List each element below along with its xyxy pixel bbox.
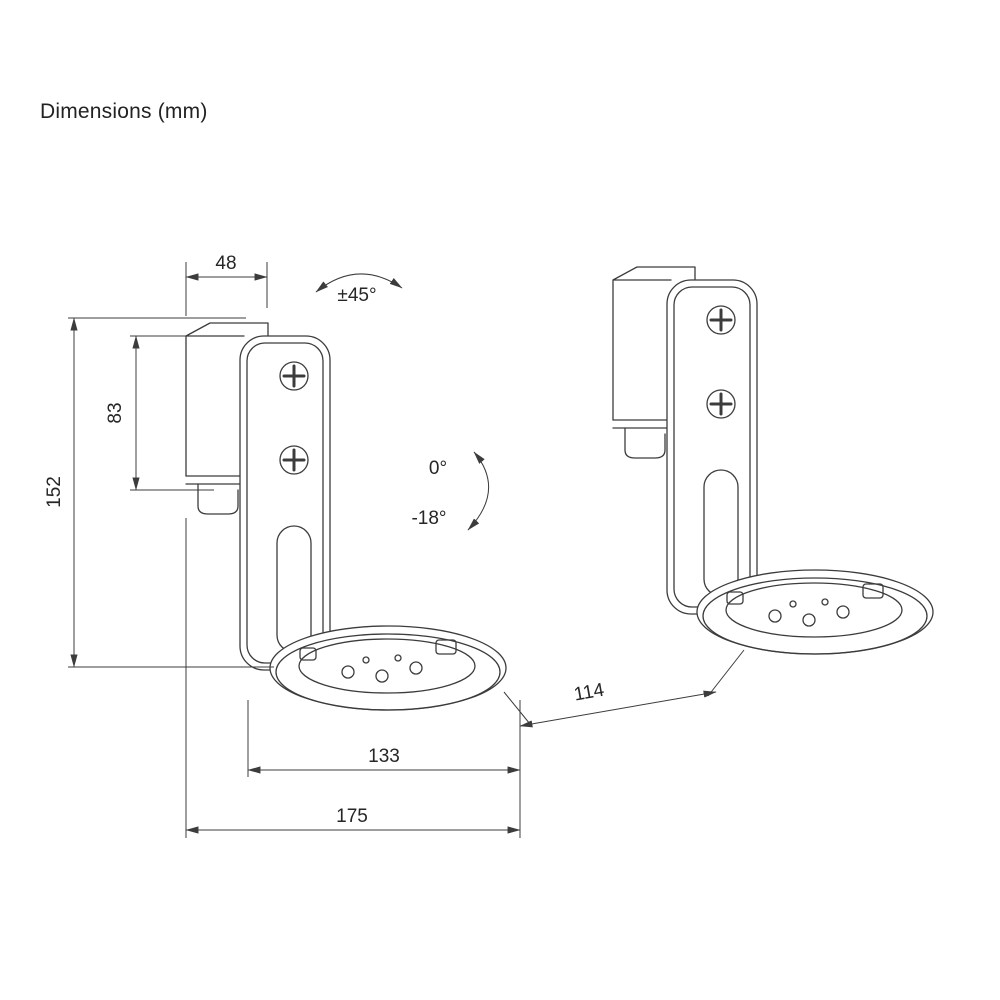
dimension-overall-width: 175 (185, 518, 521, 838)
screw-icon (279, 445, 309, 475)
dimension-label-overall-height: 152 (44, 476, 65, 508)
dimension-inner-width: 133 (247, 700, 521, 838)
rotation-arrow (315, 273, 403, 293)
bracket-right (611, 265, 935, 656)
speaker-tray (269, 625, 507, 711)
dimension-top-width: 48 (185, 253, 268, 316)
dimension-overall-height: 152 (44, 317, 274, 668)
dimension-label-plate-height: 83 (105, 402, 126, 423)
dimension-label-swivel: ±45° (337, 285, 376, 306)
dimension-label-tilt-min: -18° (411, 508, 446, 529)
dimension-plate-height: 83 (105, 335, 214, 491)
dimension-label-depth: 114 (572, 680, 606, 706)
dimension-tilt: 0° -18° (411, 451, 489, 531)
wall-clip (197, 483, 239, 515)
dimension-depth: 114 (503, 649, 745, 728)
page-title: Dimensions (mm) (40, 100, 208, 123)
dimension-label-top-width: 48 (215, 253, 236, 274)
bracket-left (185, 322, 507, 711)
bracket-arm (239, 335, 331, 671)
tilt-arrow (467, 451, 489, 531)
dimension-label-overall-width: 175 (336, 806, 368, 827)
dimension-label-tilt-max: 0° (429, 458, 447, 479)
dimension-label-inner-width: 133 (368, 746, 400, 767)
screw-icon (279, 361, 309, 391)
dimension-swivel: ±45° (315, 273, 403, 306)
